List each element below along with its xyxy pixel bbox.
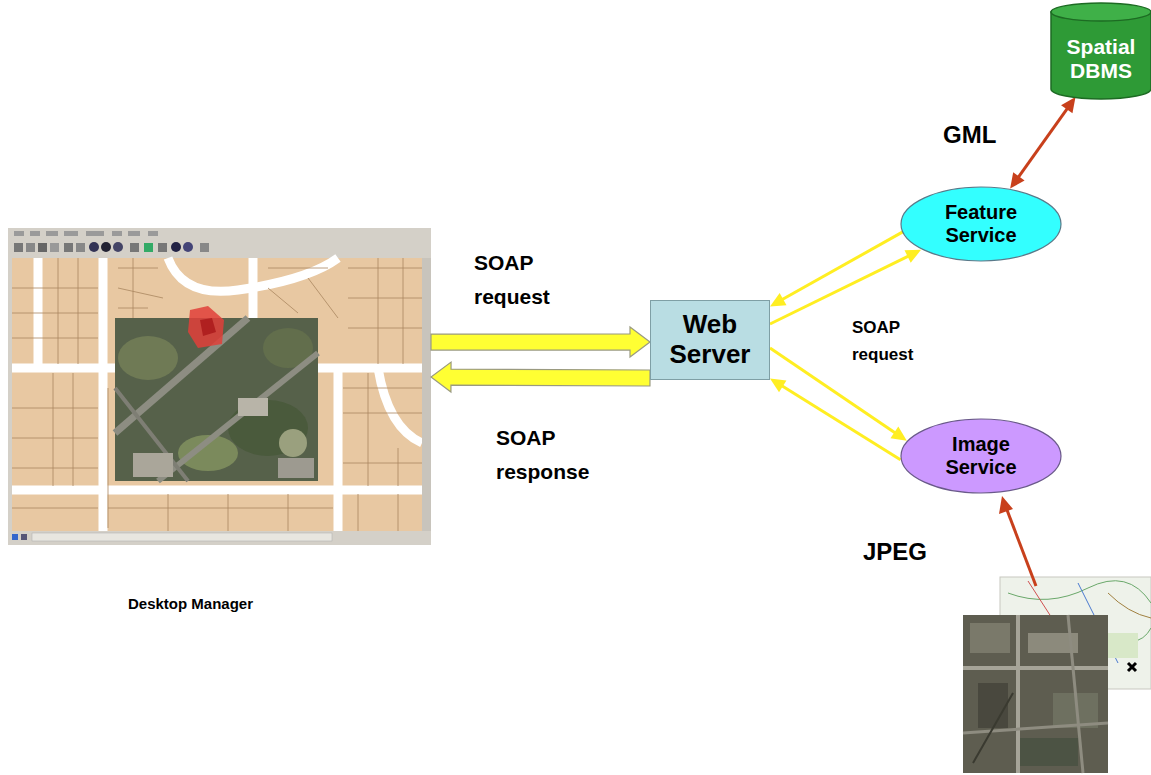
database-cylinder: Spatial DBMS	[1050, 2, 1151, 100]
block-arrow	[431, 327, 650, 357]
node-label: Feature Service	[925, 201, 1037, 247]
node-label: Image Service	[925, 433, 1037, 479]
node-label: Spatial DBMS	[1055, 35, 1147, 83]
image-stack	[958, 573, 1151, 775]
connector-arrow	[770, 250, 921, 324]
desktop-client: Desktop Manager	[8, 228, 431, 612]
edge-label: SOAP request	[474, 246, 594, 313]
server-box: Web Server	[650, 300, 770, 380]
node-caption: Desktop Manager	[128, 595, 431, 612]
edge-label: SOAP request	[852, 314, 938, 368]
desktop-screenshot	[8, 228, 431, 545]
node-label: Web Server	[657, 310, 763, 370]
connector-arrow	[1010, 97, 1075, 189]
block-arrow	[431, 362, 650, 392]
format-label: JPEG	[863, 538, 927, 566]
service-ellipse: Feature Service	[900, 186, 1062, 262]
service-ellipse: Image Service	[900, 418, 1062, 494]
edge-label: SOAP response	[496, 421, 636, 488]
edge-label: GML	[943, 116, 1023, 154]
